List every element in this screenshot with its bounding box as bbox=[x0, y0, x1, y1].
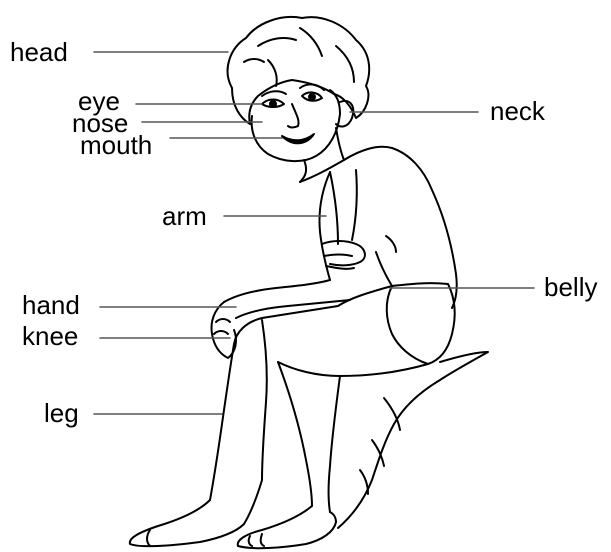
label-hand: hand bbox=[22, 292, 80, 318]
label-neck: neck bbox=[490, 98, 545, 124]
rock bbox=[338, 352, 488, 528]
label-belly: belly bbox=[544, 274, 597, 300]
back-shin bbox=[278, 362, 312, 506]
label-knee: knee bbox=[22, 323, 78, 349]
front-shin bbox=[210, 344, 234, 500]
belly-line bbox=[376, 252, 392, 286]
forearm bbox=[322, 241, 365, 265]
mouth bbox=[282, 134, 314, 143]
lower-arm bbox=[224, 280, 330, 302]
thigh-bottom bbox=[278, 362, 428, 376]
back-foot bbox=[238, 506, 336, 548]
nose bbox=[288, 104, 299, 128]
front-foot bbox=[130, 480, 262, 546]
label-head: head bbox=[10, 39, 68, 65]
upper-arm bbox=[319, 172, 330, 280]
shorts bbox=[387, 283, 455, 364]
label-arm: arm bbox=[162, 203, 207, 229]
neck-lines bbox=[300, 128, 344, 182]
label-leg: leg bbox=[44, 400, 79, 426]
hair bbox=[228, 17, 370, 124]
label-mouth: mouth bbox=[80, 132, 152, 158]
